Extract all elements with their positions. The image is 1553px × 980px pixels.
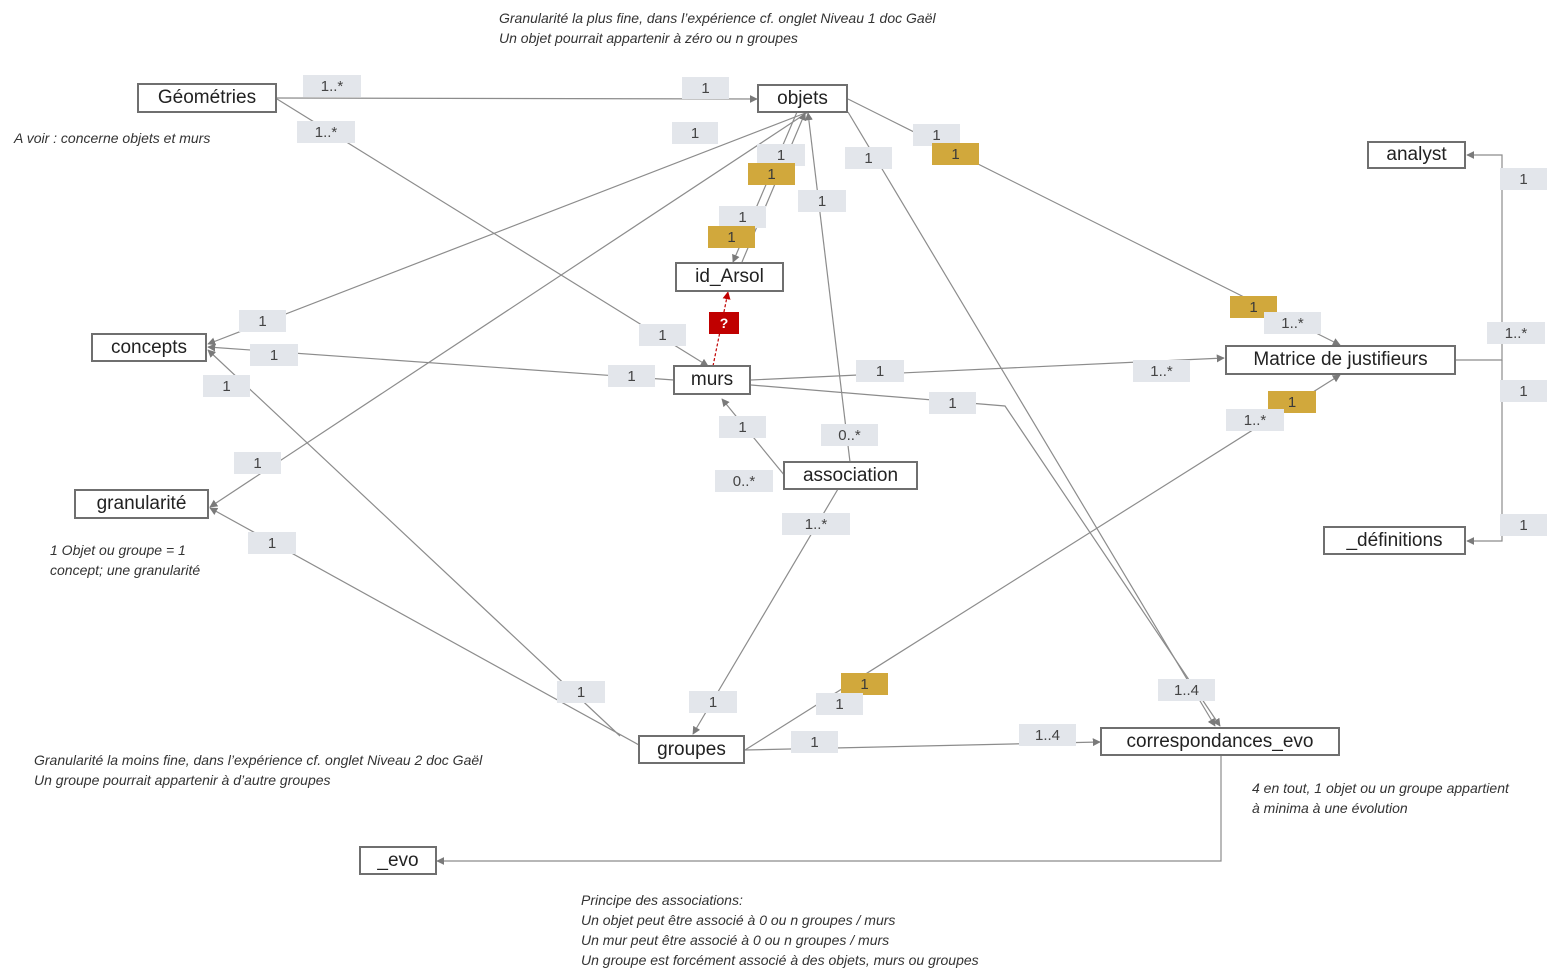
edge-matrice-analyst (1456, 151, 1503, 361)
note-line: Un groupe est forcément associé à des ob… (581, 952, 979, 968)
note-line: Granularité la plus fine, dans l’expérie… (499, 10, 936, 26)
edge-matrice-definitions (1466, 360, 1503, 545)
note-a-voir: A voir : concerne objets et murs (14, 128, 210, 148)
note-top: Granularité la plus fine, dans l’expérie… (499, 8, 936, 48)
edge-objets-concepts (207, 111, 809, 346)
cardinality-label: 0..* (715, 470, 773, 492)
edge-geometries-murs (276, 98, 709, 367)
cardinality-label: 1 (719, 416, 766, 438)
cardinality-label: 1 (557, 681, 605, 703)
cardinality-label: 1..* (297, 121, 355, 143)
entity-analyst: analyst (1367, 141, 1466, 169)
note-line: Un objet pourrait appartenir à zéro ou n… (499, 30, 798, 46)
entity-groupes: groupes (638, 735, 745, 764)
cardinality-label: 1 (816, 693, 863, 715)
cardinality-label: 1..4 (1019, 724, 1076, 746)
cardinality-label: 1..* (782, 513, 850, 535)
entity-definitions: _définitions (1323, 526, 1466, 555)
note-line: Principe des associations: (581, 892, 743, 908)
cardinality-label: 1 (757, 144, 805, 166)
cardinality-label: 1..* (1264, 312, 1321, 334)
cardinality-label: 1 (672, 122, 718, 144)
entity-correspondances-evo: correspondances_evo (1100, 727, 1340, 756)
edge-objets-granularite (209, 111, 809, 508)
cardinality-label: 1 (719, 206, 766, 228)
cardinality-label: 1..* (1133, 360, 1190, 382)
cardinality-label: 1..4 (1158, 679, 1215, 701)
cardinality-label: 1 (1500, 168, 1547, 190)
cardinality-label: 1 (791, 731, 838, 753)
entity-matrice-de-justifieurs: Matrice de justifieurs (1225, 345, 1456, 375)
edge-association-objets (804, 112, 851, 463)
cardinality-label: 1 (845, 147, 892, 169)
cardinality-label-highlight: 1 (708, 226, 755, 248)
note-line: 4 en tout, 1 objet ou un groupe appartie… (1252, 780, 1509, 796)
note-line: Un objet peut être associé à 0 ou n grou… (581, 912, 896, 928)
cardinality-label-highlight: 1 (932, 143, 979, 165)
cardinality-label: 1 (639, 324, 686, 346)
note-line: Un mur peut être associé à 0 ou n groupe… (581, 932, 890, 948)
cardinality-label-highlight: 1 (1268, 391, 1316, 413)
entity-objets: objets (757, 84, 848, 113)
cardinality-label: 1 (608, 365, 655, 387)
cardinality-label: 1..* (303, 75, 361, 97)
cardinality-label-highlight: 1 (841, 673, 888, 695)
cardinality-label: 1 (248, 532, 296, 554)
cardinality-label: 1 (250, 344, 298, 366)
entity-geometries: Géométries (137, 83, 277, 113)
cardinality-label: 1..* (1226, 409, 1284, 431)
entity-association: association (783, 461, 918, 490)
cardinality-label: 1..* (1487, 322, 1545, 344)
cardinality-label: 1 (203, 375, 250, 397)
cardinality-label-highlight: 1 (748, 163, 795, 185)
cardinality-label: 1 (682, 77, 729, 99)
entity-granularite: granularité (74, 489, 209, 519)
cardinality-label: 1 (239, 310, 286, 332)
entity-evo: _evo (359, 846, 437, 875)
entity-murs: murs (673, 365, 751, 395)
edge-murs-correspondances (750, 384, 1221, 727)
note-associations: Principe des associations: Un objet peut… (581, 890, 979, 970)
cardinality-label: 1 (1500, 380, 1547, 402)
note-line: Granularité la moins fine, dans l’expéri… (34, 752, 483, 768)
entity-id-arsol: id_Arsol (675, 262, 784, 292)
cardinality-label: 1 (929, 392, 976, 414)
cardinality-label: 1 (234, 452, 281, 474)
note-line: Un groupe pourrait appartenir à d’autre … (34, 772, 331, 788)
question-badge: ? (709, 312, 739, 334)
cardinality-label: 1 (913, 124, 960, 146)
note-line: A voir : concerne objets et murs (14, 130, 211, 146)
cardinality-label: 1 (856, 360, 904, 382)
cardinality-label: 0..* (821, 424, 878, 446)
note-line: à minima à une évolution (1252, 800, 1408, 816)
note-evolution: 4 en tout, 1 objet ou un groupe appartie… (1252, 778, 1509, 818)
edge-correspondances-evo (436, 756, 1222, 865)
note-granularite: 1 Objet ou groupe = 1 concept; une granu… (50, 540, 200, 580)
cardinality-label: 1 (689, 691, 737, 713)
cardinality-label: 1 (1500, 514, 1547, 536)
edge-geometries-objets (276, 94, 758, 103)
edge-groupes-concepts (207, 349, 621, 737)
note-line: concept; une granularité (50, 562, 201, 578)
entity-concepts: concepts (91, 333, 207, 362)
edge-objets-correspondances (847, 111, 1216, 727)
note-line: 1 Objet ou groupe = 1 (50, 542, 186, 558)
cardinality-label: 1 (798, 190, 846, 212)
note-groupes: Granularité la moins fine, dans l’expéri… (34, 750, 482, 790)
